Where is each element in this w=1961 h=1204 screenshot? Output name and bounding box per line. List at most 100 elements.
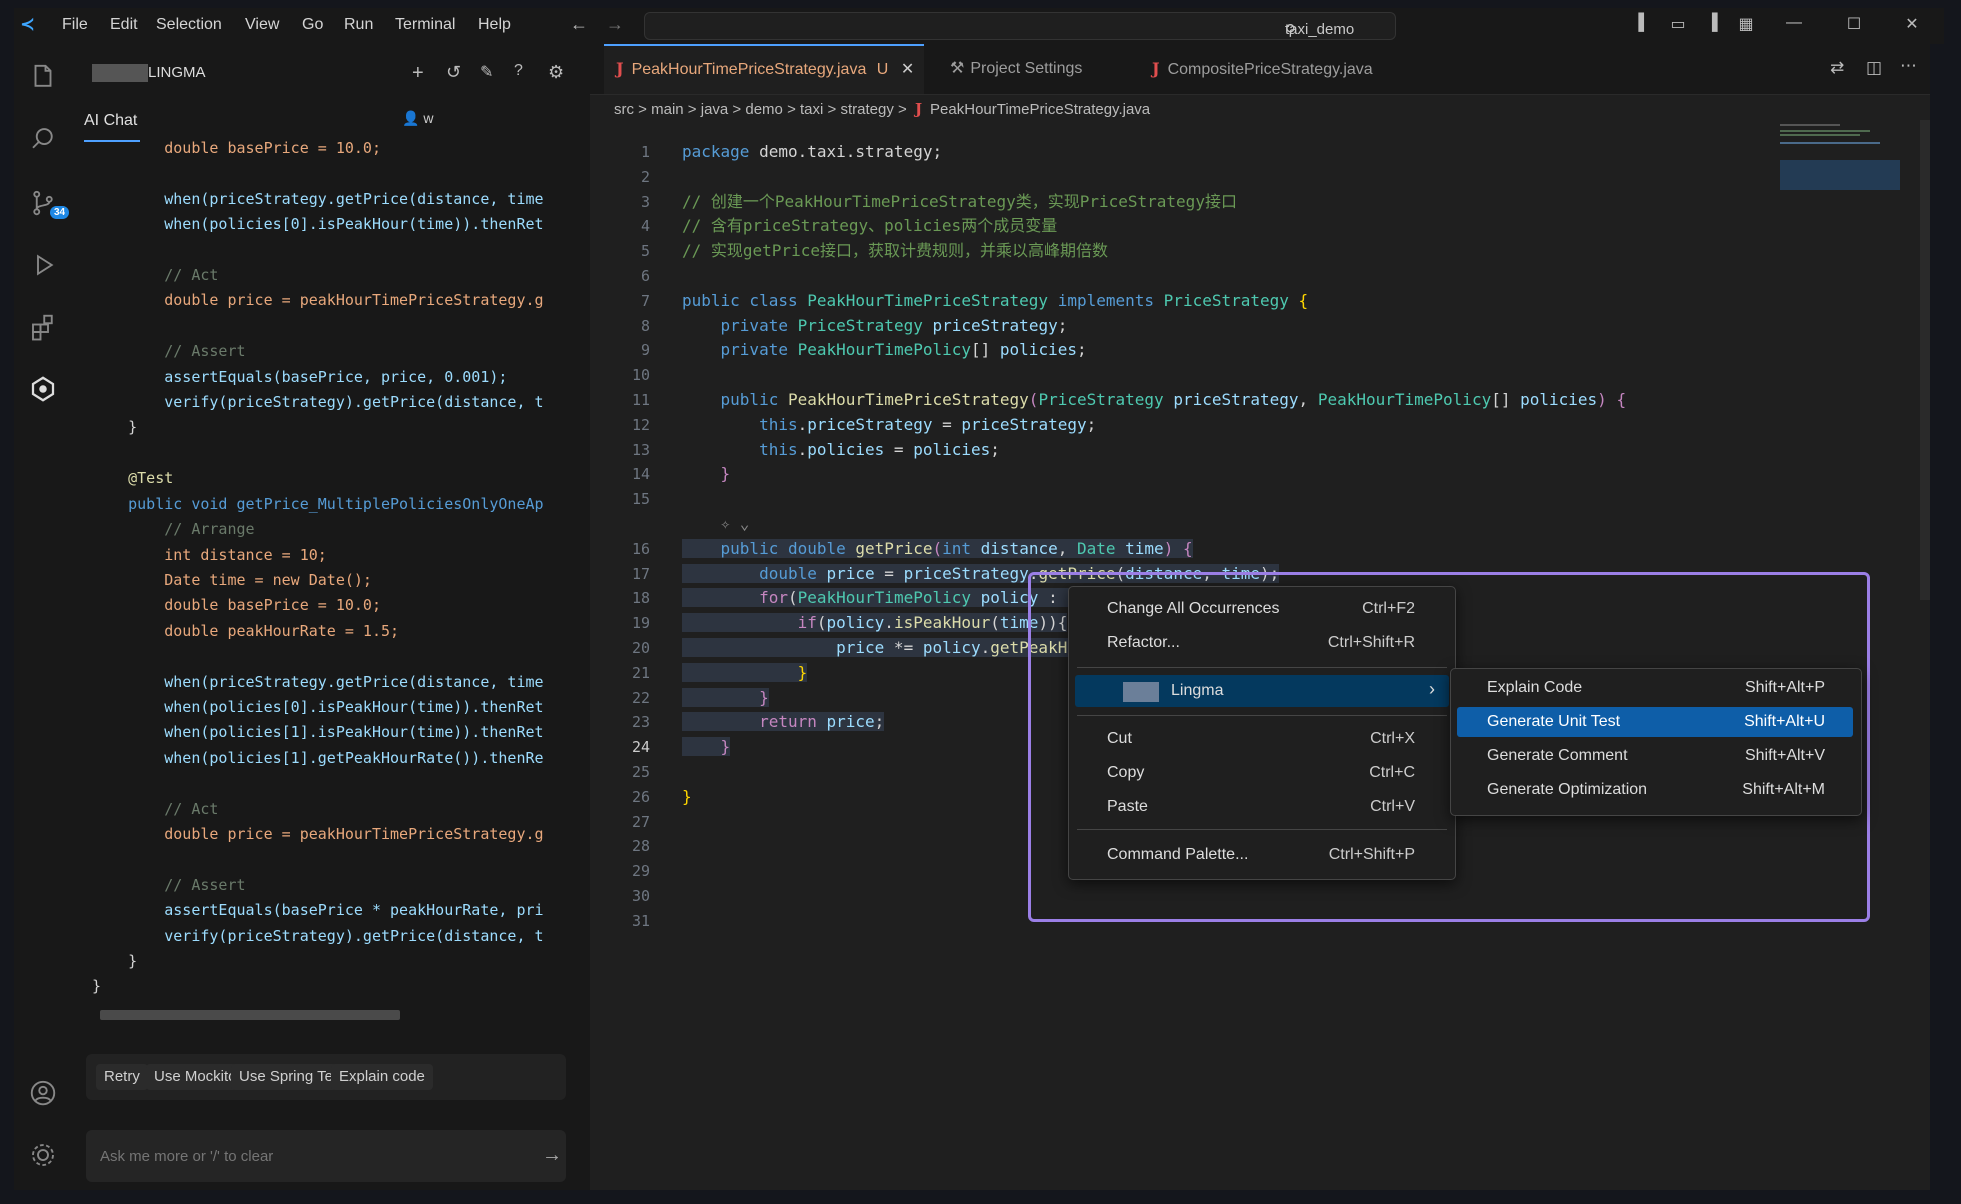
chat-code-line: double price = peakHourTimePriceStrategy… [92,291,544,310]
menu-refactor[interactable]: Refactor...Ctrl+Shift+R [1069,627,1455,659]
title-bar: ≺ File Edit Selection View Go Run Termin… [14,8,1944,44]
menu-help[interactable]: Help [478,16,511,33]
side-panel-title: LINGMA [148,64,206,81]
chat-code-line: when(priceStrategy.getPrice(distance, ti… [92,672,544,691]
breadcrumb: src > main > java > demo > taxi > strate… [614,100,1151,118]
chat-code-line: double peakHourRate = 1.5; [92,621,400,640]
code-line-21: } [682,662,808,682]
minimap[interactable] [1780,120,1930,190]
breadcrumb-taxi[interactable]: taxi [800,101,824,118]
vertical-scrollbar[interactable] [1920,120,1930,600]
close-window-icon[interactable]: ✕ [1905,16,1919,33]
breadcrumb-demo[interactable]: demo [745,101,783,118]
run-debug-icon[interactable] [28,250,58,280]
use-mockito-button[interactable]: Use Mockito [146,1064,245,1090]
toggle-secondary-sidebar-icon[interactable]: ▐ [1706,14,1718,31]
menu-label: Generate Unit Test [1487,713,1621,730]
extensions-icon[interactable] [28,312,58,342]
menu-go[interactable]: Go [302,16,324,33]
explain-code-button[interactable]: Explain code [331,1064,433,1090]
menu-label: Generate Optimization [1487,781,1648,798]
new-chat-plus-icon[interactable]: + [412,62,424,84]
minimize-icon[interactable]: — [1786,14,1802,31]
menu-selection[interactable]: Selection [156,16,222,33]
chat-code-line: when(priceStrategy.getPrice(distance, ti… [92,189,544,208]
accounts-icon[interactable] [28,1078,58,1108]
chat-code-line: double basePrice = 10.0; [92,139,381,157]
command-center-search[interactable]: ⚲ taxi_demo [644,12,1396,40]
history-icon[interactable]: ↺ [446,62,462,82]
code-line-7: public class PeakHourTimePriceStrategy i… [682,290,1309,310]
settings-gear-icon[interactable]: ⚙ [548,62,565,82]
compare-changes-icon[interactable]: ⇄ [1830,58,1845,77]
lingma-icon[interactable] [28,374,58,404]
code-line-5: // 实现getPrice接口，获取计费规则，并乘以高峰期倍数 [682,241,1108,261]
user-icon: 👤 [402,110,424,126]
toggle-primary-sidebar-icon[interactable]: ▌ [1638,14,1650,31]
code-editor[interactable]: package demo.taxi.strategy; // 创建一个PeakH… [682,140,1832,810]
split-editor-icon[interactable]: ◫ [1866,58,1883,77]
tab-project-settings[interactable]: ⚒Project Settings [938,44,1082,94]
forward-arrow-icon[interactable]: → [606,14,624,34]
breadcrumb-src[interactable]: src [614,101,634,118]
more-actions-icon[interactable]: ⋯ [1900,56,1917,75]
search-icon[interactable] [28,124,58,154]
breadcrumb-file[interactable]: PeakHourTimePriceStrategy.java [930,101,1151,118]
explorer-icon[interactable] [28,62,58,92]
menu-label: Paste [1107,798,1148,815]
user-tab[interactable]: 👤 w [402,110,433,127]
help-icon[interactable]: ? [514,62,523,79]
breadcrumb-strategy[interactable]: strategy [840,101,894,118]
retry-button[interactable]: Retry [96,1064,148,1090]
tab-ai-chat[interactable]: AI Chat [84,112,138,129]
manage-gear-icon[interactable] [28,1140,58,1170]
menu-shortcut: Ctrl+F2 [1362,600,1415,617]
menu-lingma[interactable]: Lingma › [1075,675,1449,707]
menu-label: Change All Occurrences [1107,600,1280,617]
chat-input[interactable] [86,1130,566,1182]
side-panel-header: LINGMA + ↺ ✎ ? ⚙ [72,58,590,88]
horizontal-scrollbar[interactable] [100,1010,400,1020]
menu-terminal[interactable]: Terminal [395,16,456,33]
breadcrumb-java[interactable]: java [700,101,729,118]
menu-run[interactable]: Run [344,16,374,33]
menu-shortcut: Shift+Alt+U [1744,713,1825,730]
breadcrumb-main[interactable]: main [651,101,684,118]
line-number: 25 [631,762,650,781]
editor-context-menu: Change All Occurrences Ctrl+F2 Refactor..… [1068,586,1456,880]
line-number: 16 [631,539,650,558]
back-arrow-icon[interactable]: ← [570,14,588,34]
maximize-icon[interactable]: ☐ [1846,16,1862,33]
close-tab-icon[interactable]: ✕ [900,61,915,78]
chat-code-line: verify(priceStrategy).getPrice(distance,… [92,926,544,945]
customize-layout-icon[interactable]: ▦ [1738,16,1754,33]
menu-command-palette[interactable]: Command Palette...Ctrl+Shift+P [1069,839,1455,871]
chat-code-line: when(policies[0].isPeakHour(time)).thenR… [92,215,544,234]
menu-change-all-occurrences[interactable]: Change All Occurrences Ctrl+F2 [1069,593,1455,625]
lingma-logo [92,64,148,82]
code-line-22: } [682,687,769,707]
source-control-icon[interactable]: 34 [28,188,70,219]
send-arrow-icon[interactable]: → [542,1144,562,1166]
menu-file[interactable]: File [62,16,88,33]
menu-edit[interactable]: Edit [110,16,138,33]
line-number: 21 [631,663,650,682]
line-number: 14 [631,465,650,484]
line-number: 1 [640,143,650,161]
chat-code-line [92,771,562,796]
code-line-24: } [682,737,731,757]
menu-label: Lingma [1171,682,1224,699]
submenu-generate-unit-test[interactable]: Generate Unit Test Shift+Alt+U [1457,707,1853,737]
code-line-13: this.policies = policies; [759,439,1000,459]
feedback-icon[interactable]: ✎ [480,64,494,81]
toggle-panel-icon[interactable]: ▭ [1670,16,1686,33]
menu-view[interactable]: View [245,16,280,33]
